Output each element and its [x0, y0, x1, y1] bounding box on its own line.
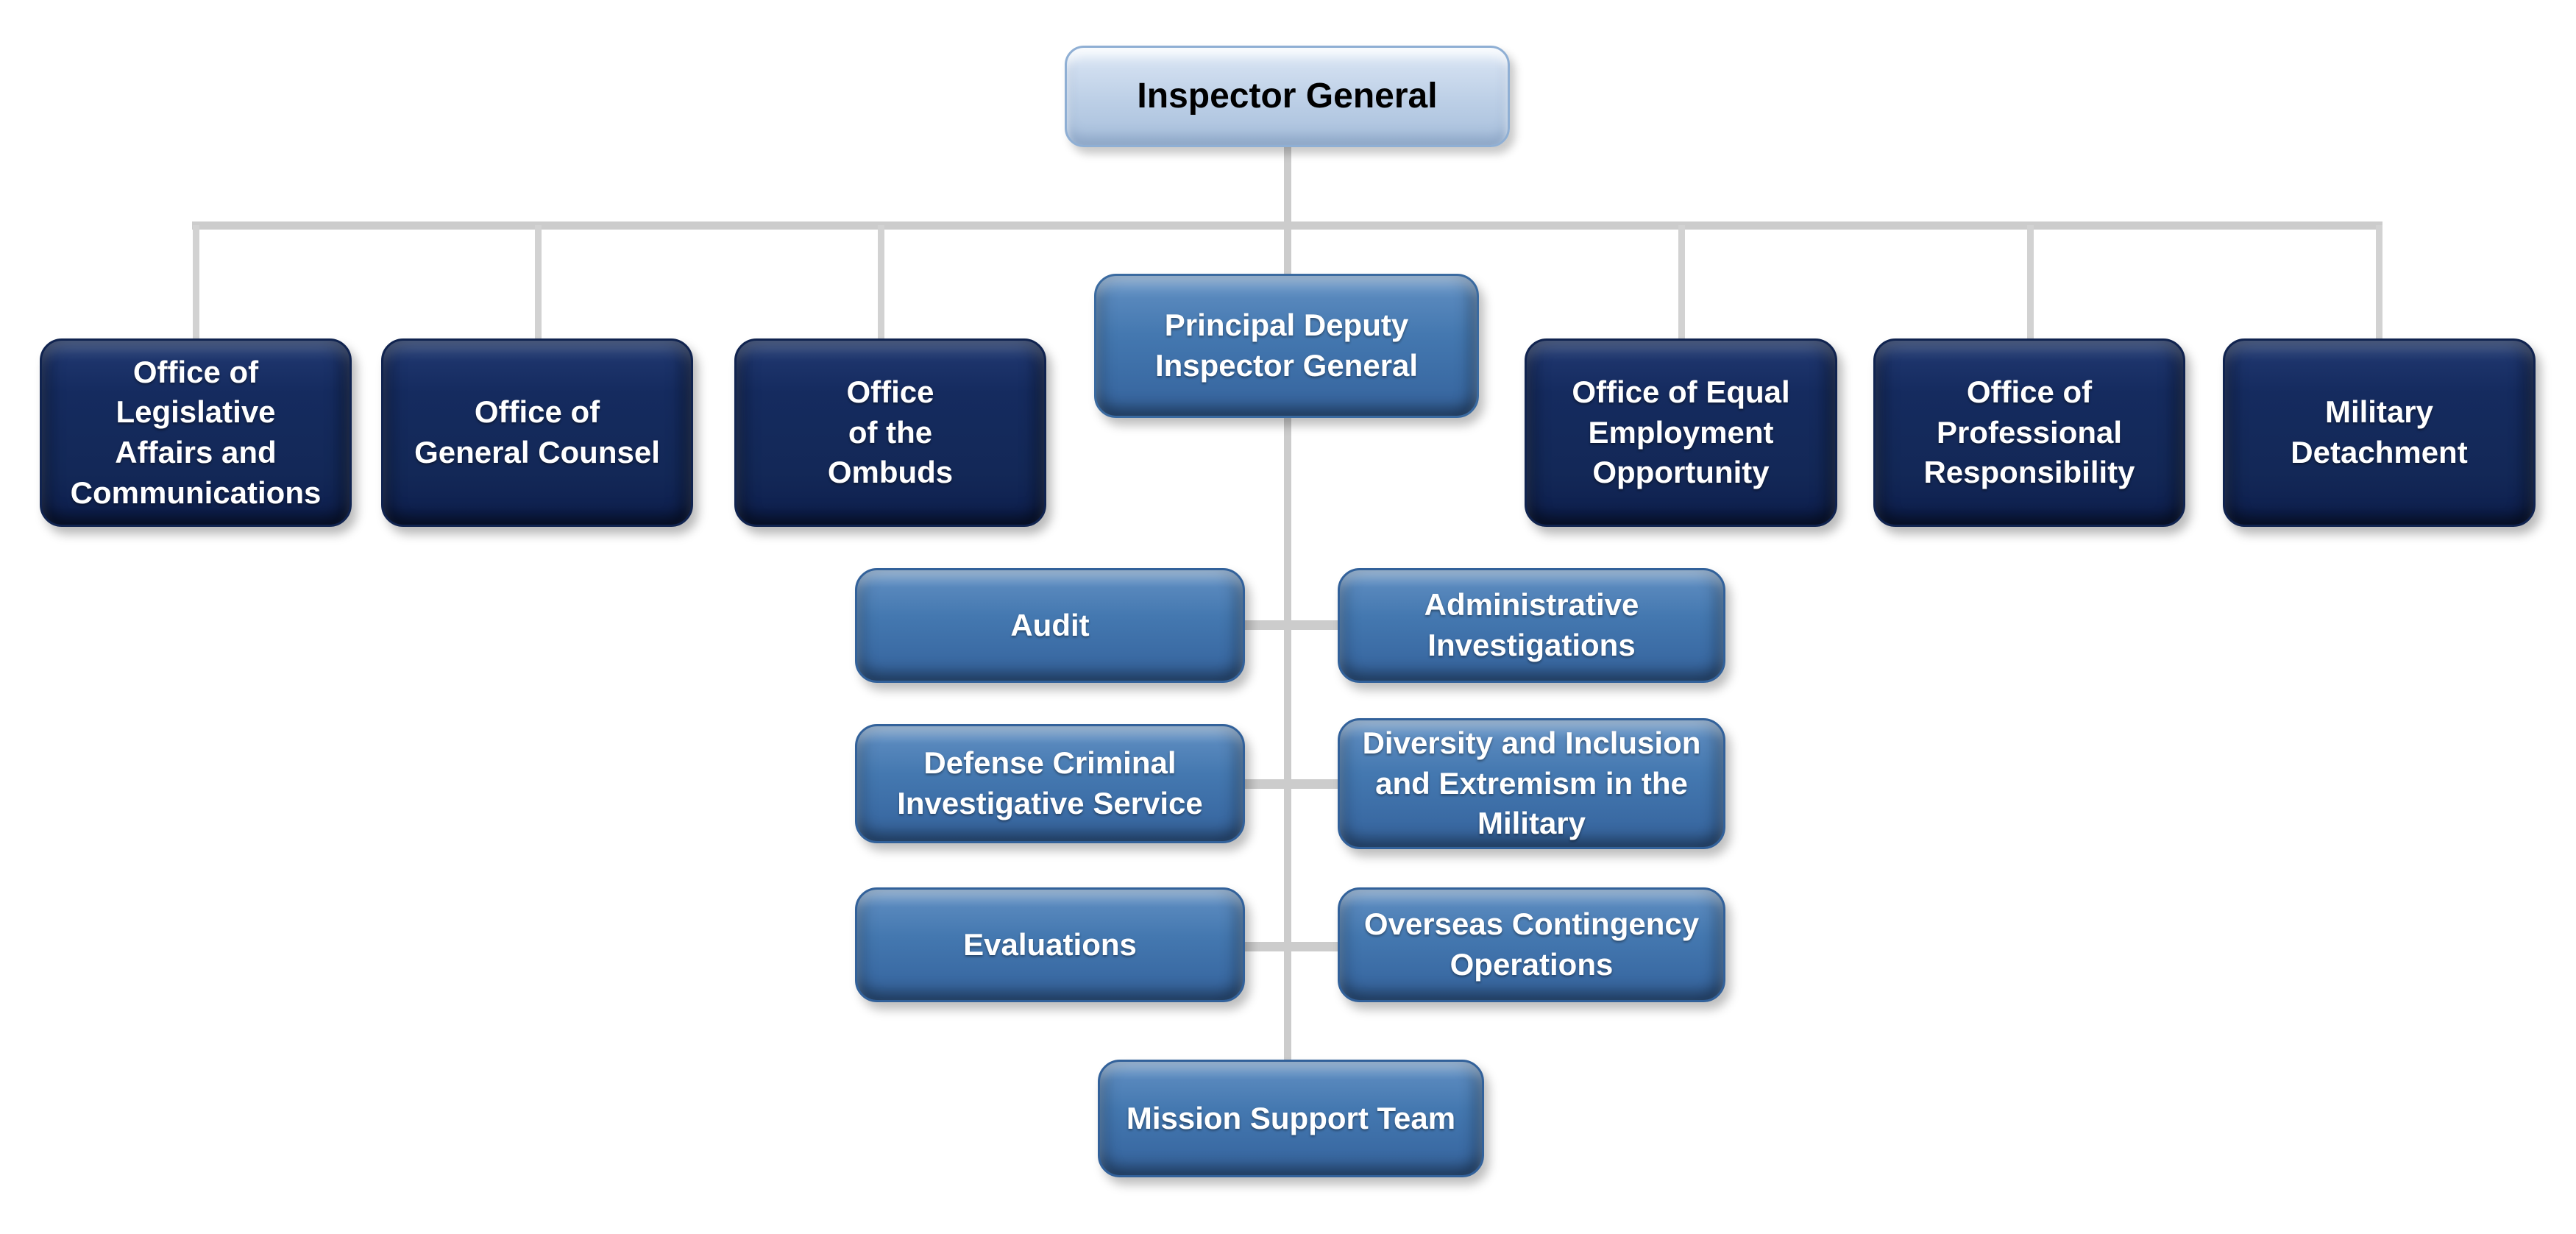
node-audit-label: Audit	[1010, 607, 1090, 642]
connector-drop-2	[535, 225, 542, 341]
connector-trunk-mid	[1284, 416, 1291, 1060]
connector-trunk-top	[1284, 146, 1291, 275]
node-office-of-the-ombuds-label: Office of the Ombuds	[827, 375, 954, 490]
node-office-legislative-affairs-communications: Office of Legislative Affairs and Commun…	[40, 338, 352, 527]
node-office-equal-employment-opportunity-label: Office of Equal Employment Opportunity	[1572, 375, 1790, 490]
node-defense-criminal-investigative-service: Defense Criminal Investigative Service	[855, 724, 1245, 843]
node-principal-deputy-inspector-general-label: Principal Deputy Inspector General	[1154, 308, 1419, 383]
node-inspector-general: Inspector General	[1065, 46, 1510, 147]
node-inspector-general-label: Inspector General	[1137, 76, 1438, 116]
node-mission-support-team: Mission Support Team	[1098, 1060, 1484, 1177]
node-principal-deputy-inspector-general: Principal Deputy Inspector General	[1094, 274, 1479, 418]
connector-drop-3	[878, 225, 884, 341]
node-office-general-counsel-label: Office of General Counsel	[414, 394, 660, 469]
connector-stub-row1	[1243, 620, 1339, 630]
node-overseas-contingency-operations: Overseas Contingency Operations	[1338, 887, 1725, 1002]
node-diversity-inclusion-extremism-label: Diversity and Inclusion and Extremism in…	[1362, 726, 1701, 841]
node-office-legislative-affairs-communications-label: Office of Legislative Affairs and Commun…	[70, 354, 322, 510]
connector-drop-1	[193, 225, 199, 341]
node-office-professional-responsibility: Office of Professional Responsibility	[1873, 338, 2185, 527]
connector-drop-4	[1678, 225, 1685, 341]
connector-bus	[192, 221, 2382, 230]
node-office-of-the-ombuds: Office of the Ombuds	[734, 338, 1046, 527]
node-defense-criminal-investigative-service-label: Defense Criminal Investigative Service	[897, 745, 1203, 820]
connector-stub-row2	[1243, 779, 1339, 789]
node-military-detachment: Military Detachment	[2223, 338, 2536, 527]
node-office-general-counsel: Office of General Counsel	[381, 338, 693, 527]
node-administrative-investigations: Administrative Investigations	[1338, 568, 1725, 683]
node-mission-support-team-label: Mission Support Team	[1126, 1100, 1456, 1135]
node-diversity-inclusion-extremism: Diversity and Inclusion and Extremism in…	[1338, 718, 1725, 849]
connector-stub-row3	[1243, 942, 1339, 951]
node-office-professional-responsibility-label: Office of Professional Responsibility	[1923, 375, 2135, 490]
connector-drop-6	[2376, 225, 2382, 341]
node-military-detachment-label: Military Detachment	[2291, 394, 2468, 469]
node-audit: Audit	[855, 568, 1245, 683]
node-administrative-investigations-label: Administrative Investigations	[1424, 587, 1639, 662]
connector-drop-5	[2027, 225, 2034, 341]
node-evaluations-label: Evaluations	[963, 926, 1137, 962]
node-overseas-contingency-operations-label: Overseas Contingency Operations	[1363, 907, 1700, 982]
node-evaluations: Evaluations	[855, 887, 1245, 1002]
node-office-equal-employment-opportunity: Office of Equal Employment Opportunity	[1525, 338, 1837, 527]
